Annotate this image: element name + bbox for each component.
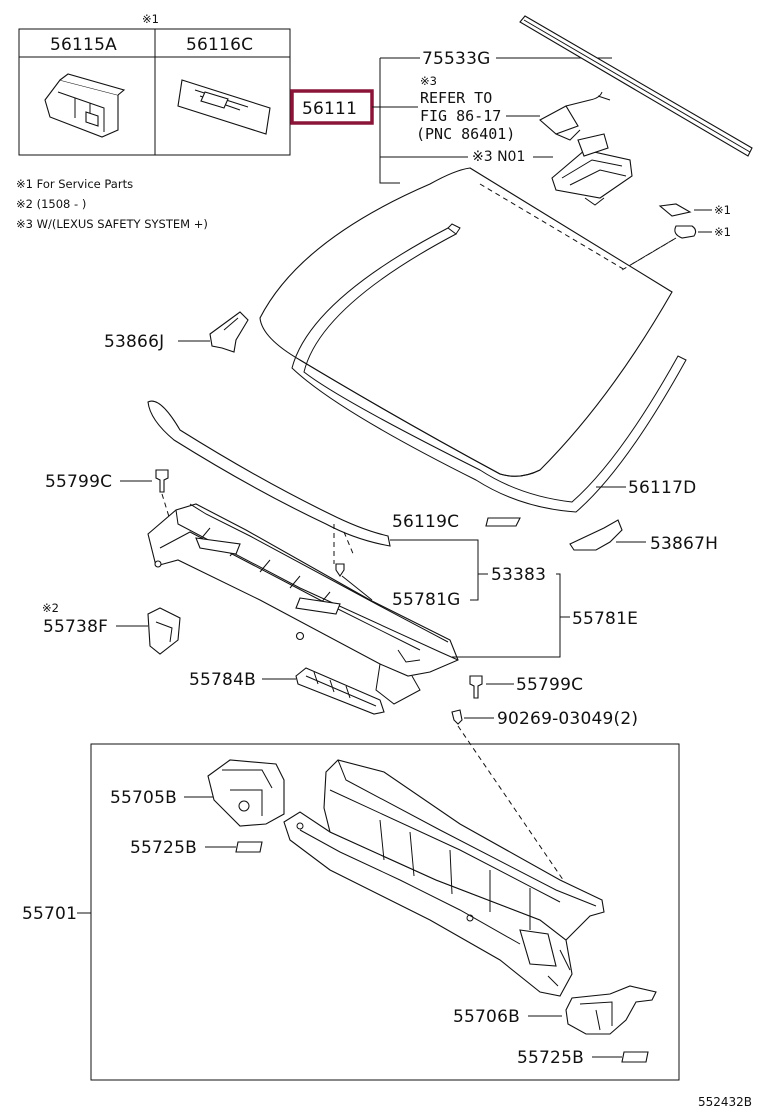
bracket-53867H: [569, 519, 623, 551]
clip-55781G: [335, 563, 345, 577]
part-55738F-label[interactable]: 55738F: [43, 617, 108, 637]
part-56116C-label[interactable]: 56116C: [186, 35, 253, 55]
service-box-marker: ※1: [142, 12, 159, 26]
part-90269-label[interactable]: 90269-03049(2): [497, 709, 638, 729]
clip-55799C-top: [155, 469, 169, 493]
part-56119C-label[interactable]: 56119C: [392, 512, 459, 532]
part-56116C-illustration: [177, 79, 271, 135]
part-53383-label[interactable]: 53383: [491, 565, 546, 585]
part-53867H-label[interactable]: 53867H: [650, 534, 718, 554]
part-55799C-top-label[interactable]: 55799C: [45, 472, 112, 492]
part-55701-label[interactable]: 55701: [22, 904, 77, 924]
part-56111-label[interactable]: 56111: [302, 99, 357, 119]
bracket-N01-illustration: [551, 133, 633, 206]
clip-55799C-bottom: [469, 675, 483, 699]
part-55781E-label[interactable]: 55781E: [572, 609, 638, 629]
cowl-louver-55781E: [147, 503, 459, 705]
sensor-86401-illustration: [539, 105, 579, 135]
mark-2: ※2: [42, 601, 59, 615]
refer-marker: ※3: [420, 74, 437, 88]
part-55705B-label[interactable]: 55705B: [110, 788, 177, 808]
part-55784B-label[interactable]: 55784B: [189, 670, 256, 690]
note-date: ※2 (1508 - ): [16, 197, 86, 211]
weatherstrip-56119C: [147, 400, 391, 547]
part-55725B-top-label[interactable]: 55725B: [130, 838, 197, 858]
refer-line-2: FIG 86-17: [420, 107, 501, 125]
part-N01-label[interactable]: ※3 N01: [472, 149, 525, 165]
refer-line-1: REFER TO: [420, 89, 492, 107]
moulding-strip-75533G: [519, 15, 753, 157]
part-55799C-bottom-label[interactable]: 55799C: [516, 675, 583, 695]
cowl-panel-55701: [283, 759, 605, 997]
clip-m1b: [674, 225, 697, 239]
part-56117D-label[interactable]: 56117D: [628, 478, 696, 498]
note-service-parts: ※1 For Service Parts: [16, 177, 133, 191]
bracket-53866J: [209, 311, 249, 353]
part-56115A-illustration: [44, 73, 126, 138]
plate-55725B-top: [235, 841, 263, 853]
part-55725B-bottom-label[interactable]: 55725B: [517, 1048, 584, 1068]
clip-90269: [451, 709, 463, 725]
note-lexus-safety: ※3 W/(LEXUS SAFETY SYSTEM +): [16, 217, 208, 231]
bracket-55706B: [565, 985, 657, 1035]
refer-line-3: (PNC 86401): [416, 125, 515, 143]
clip-m1a: [658, 203, 692, 217]
figure-code: 552432B: [698, 1095, 752, 1109]
mark-1a: ※1: [714, 203, 731, 217]
cowl-panel-box: [90, 743, 680, 1081]
bracket-55738F: [147, 607, 181, 655]
part-75533G-label[interactable]: 75533G: [422, 49, 490, 69]
pad-56119C: [485, 517, 521, 527]
part-53866J-label[interactable]: 53866J: [104, 332, 164, 352]
part-56115A-label[interactable]: 56115A: [50, 35, 117, 55]
part-55706B-label[interactable]: 55706B: [453, 1007, 520, 1027]
bracket-55705B: [207, 759, 285, 827]
windshield-moulding: [291, 227, 687, 513]
part-55781G-label[interactable]: 55781G: [392, 590, 460, 610]
mark-1b: ※1: [714, 225, 731, 239]
windshield-glass-56111: [259, 167, 673, 477]
plate-55725B-bottom: [621, 1051, 649, 1063]
